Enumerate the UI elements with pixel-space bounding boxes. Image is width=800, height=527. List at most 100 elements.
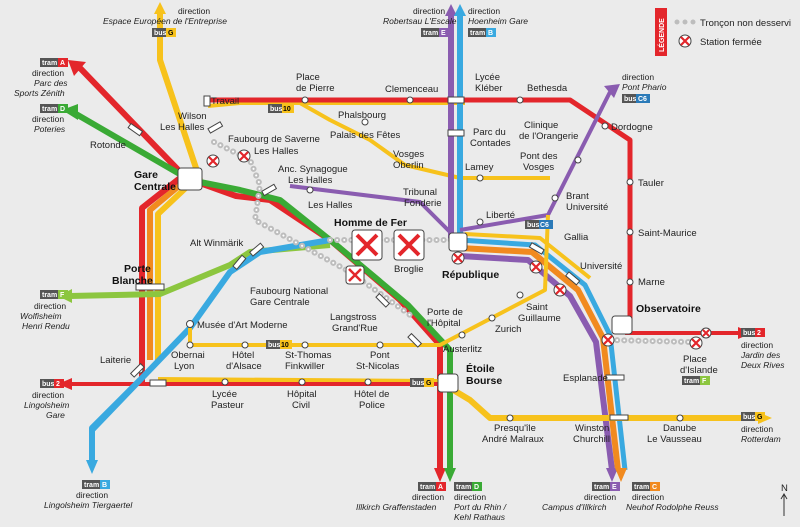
label-porte-blanche-2: Blanche — [112, 275, 153, 287]
stop-presquile[interactable] — [506, 414, 514, 422]
stop-les-halles[interactable] — [306, 186, 314, 194]
tag-tram-b-top-code: B — [488, 30, 493, 37]
stop-liberte[interactable] — [476, 218, 484, 226]
stop-universite[interactable] — [565, 271, 581, 286]
stop-hopital-civil[interactable] — [298, 378, 306, 386]
stop-danube[interactable] — [676, 414, 684, 422]
stop-parc-contades[interactable] — [447, 129, 465, 137]
tag-tram-e-s-code-bg — [610, 482, 620, 491]
label-etoile-1: Étoile — [466, 362, 495, 375]
closed-faubourg-saverne[interactable] — [237, 149, 251, 163]
closed-homme-de-fer-2[interactable] — [393, 229, 425, 261]
dir-esp-eur-dest: Espace Européen de l'Entreprise — [103, 16, 227, 26]
stop-lycee-kleber[interactable] — [447, 96, 465, 104]
legend: LÉGENDE Tronçon non desservi Station fer… — [655, 8, 791, 56]
closed-homme-de-fer-3[interactable] — [345, 265, 365, 285]
stop-pont-st-nicolas[interactable] — [376, 341, 384, 349]
closed-place-islande[interactable] — [689, 336, 703, 350]
label-st-thomas-2: Finkwiller — [285, 361, 325, 372]
stop-place-pierre[interactable] — [301, 96, 309, 104]
tag-tram-d-w-label: tram — [42, 106, 57, 113]
stop-saint-guillaume[interactable] — [516, 291, 524, 299]
stop-gallia[interactable] — [528, 242, 545, 255]
closed-observatoire[interactable] — [601, 333, 615, 347]
hub-observatoire[interactable] — [611, 315, 633, 335]
tag-tramf-islande-code: F — [702, 378, 707, 385]
label-observatoire: Observatoire — [636, 303, 701, 315]
line-tram-a-west — [139, 175, 182, 385]
tag-tram-a-s-code-bg — [436, 482, 446, 491]
line-bus-g-west — [155, 179, 195, 360]
legend-title: LÉGENDE — [657, 18, 666, 52]
hub-gare-centrale[interactable] — [177, 167, 203, 191]
stop-hotel-police[interactable] — [364, 378, 372, 386]
stop-langstross[interactable] — [375, 292, 391, 308]
stop-dordogne[interactable] — [601, 122, 609, 130]
dir-campus-line: direction — [584, 492, 616, 502]
label-hotel-police-2: Police — [359, 400, 385, 411]
direction-labels: direction Espace Européen de l'Entrepris… — [14, 6, 785, 522]
stop-marne[interactable] — [626, 278, 634, 286]
closed-homme-de-fer-1[interactable] — [351, 229, 383, 261]
stop-rotonde[interactable] — [127, 122, 144, 137]
stop-hotel-alsace[interactable] — [241, 341, 249, 349]
tag-tram-c-s-code-bg — [650, 482, 660, 491]
closed-gallia[interactable] — [529, 260, 543, 274]
stop-brant[interactable] — [551, 194, 559, 202]
closed-east-red[interactable] — [700, 327, 712, 339]
hub-republique[interactable] — [448, 232, 468, 252]
closed-republique[interactable] — [451, 251, 465, 265]
label-lycee-pasteur-2: Pasteur — [211, 400, 244, 411]
stop-clinique[interactable] — [574, 156, 582, 164]
tag-busg-mid — [410, 378, 424, 387]
label-langstross-2: Grand'Rue — [332, 323, 378, 334]
tag-tram-a-s-label: tram — [420, 484, 435, 491]
closed-gare-centrale-nw[interactable] — [206, 154, 220, 168]
label-anc-synagogue-2: Les Halles — [288, 175, 333, 186]
stop-phalsbourg[interactable] — [361, 118, 369, 126]
dir-parc-sports-dest2: Sports Zénith — [14, 88, 65, 98]
tag-tram-a-nw — [40, 58, 58, 67]
tag-tramf-islande-label: tram — [684, 378, 699, 385]
label-porte-hopital-1: Porte de — [427, 307, 463, 318]
tag-tram-b-top — [468, 28, 486, 37]
tag-tram-a-nw-code-bg — [58, 58, 68, 67]
stop-faubourg-national[interactable] — [232, 254, 247, 270]
stop-alt-winmarik[interactable] — [249, 242, 265, 257]
tag-bus-g-top — [152, 28, 166, 37]
hub-etoile-bourse[interactable] — [437, 373, 459, 393]
stop-zurich[interactable] — [488, 314, 496, 322]
stop-laiterie-b[interactable] — [129, 362, 145, 378]
stop-wilson[interactable] — [207, 121, 224, 134]
label-hopital-civil-2: Civil — [292, 400, 310, 411]
tag-bus10-top-code-bg — [282, 104, 294, 113]
label-langstross-1: Langstross — [330, 312, 377, 323]
stop-clemenceau[interactable] — [406, 96, 414, 104]
dir-tiergaertel-dest: Lingolsheim Tiergaertel — [44, 500, 133, 510]
stop-saint-maurice[interactable] — [626, 228, 634, 236]
label-pont-vosges-1: Pont des — [520, 151, 558, 162]
arrow-bus-c6-ne — [604, 84, 620, 98]
stop-esplanade[interactable] — [605, 374, 625, 381]
stop-porte-blanche[interactable] — [135, 283, 165, 291]
stop-winston[interactable] — [609, 414, 629, 421]
stop-austerlitz[interactable] — [458, 331, 466, 339]
dir-parc-sports-dest1: Parc des — [34, 78, 68, 88]
dir-wolfisheim-dest2: Henri Rendu — [22, 321, 70, 331]
label-lycee-kleber-2: Kléber — [475, 83, 502, 94]
stop-anc-synagogue[interactable] — [261, 183, 278, 197]
stop-obernai[interactable] — [186, 341, 194, 349]
stop-lycee-pasteur[interactable] — [221, 378, 229, 386]
label-obernai-2: Lyon — [174, 361, 194, 372]
stop-bethesda[interactable] — [516, 96, 524, 104]
stop-lingolsheim[interactable] — [149, 379, 167, 387]
arrow-tram-d-w — [62, 104, 78, 120]
stop-travail[interactable] — [203, 95, 211, 107]
stop-musee[interactable] — [186, 320, 194, 328]
stop-porte-hopital[interactable] — [407, 332, 423, 348]
stop-tauler[interactable] — [626, 178, 634, 186]
tag-tram-c-s-code: C — [652, 484, 657, 491]
closed-universite[interactable] — [553, 283, 567, 297]
stop-st-thomas[interactable] — [301, 341, 309, 349]
stop-lamey[interactable] — [476, 174, 484, 182]
